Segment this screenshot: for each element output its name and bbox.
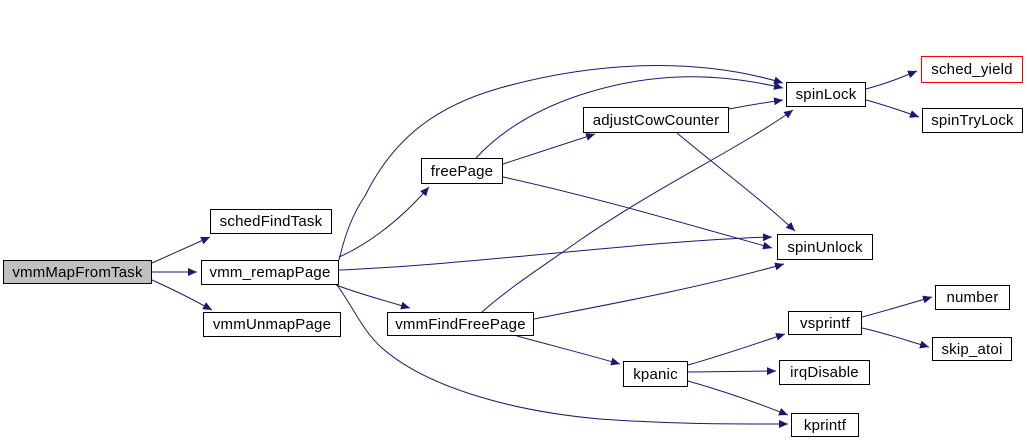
node-adjustCowCounter[interactable]: adjustCowCounter: [583, 107, 729, 133]
node-spinLock[interactable]: spinLock: [786, 82, 866, 107]
node-sched_yield[interactable]: sched_yield: [921, 56, 1023, 83]
edge-adjustCowCounter-to-spinUnlock: [676, 132, 796, 232]
node-skip_atoi[interactable]: skip_atoi: [932, 337, 1012, 361]
edge-vmm_remapPage-to-vmmFindFreePage: [335, 284, 411, 310]
edge-vmmFindFreePage-to-spinUnlock: [533, 262, 785, 320]
edge-vmmFindFreePage-to-kpanic: [516, 335, 621, 366]
node-kpanic[interactable]: kpanic: [623, 361, 688, 387]
node-vmm_remapPage[interactable]: vmm_remapPage: [201, 260, 339, 285]
node-number[interactable]: number: [935, 285, 1010, 310]
edge-freePage-to-spinLock: [475, 76, 784, 159]
edge-vmmMapFromTask-to-vmmUnmapPage: [151, 279, 213, 311]
edge-vmm_remapPage-to-freePage: [338, 186, 430, 258]
node-vmmFindFreePage[interactable]: vmmFindFreePage: [387, 312, 534, 336]
node-spinUnlock[interactable]: spinUnlock: [777, 234, 873, 260]
edge-kpanic-to-kprintf: [687, 380, 789, 416]
node-irqDisable[interactable]: irqDisable: [779, 360, 870, 385]
edge-freePage-to-spinUnlock: [502, 176, 773, 250]
edge-spinLock-to-sched_yield: [865, 70, 918, 90]
edge-vsprintf-to-skip_atoi: [861, 327, 930, 349]
edge-vsprintf-to-number: [861, 295, 933, 318]
edge-vmm_remapPage-to-kprintf: [336, 284, 789, 428]
edge-freePage-to-adjustCowCounter: [502, 133, 596, 165]
node-freePage[interactable]: freePage: [421, 158, 503, 184]
node-vmmUnmapPage[interactable]: vmmUnmapPage: [203, 312, 341, 337]
node-vsprintf[interactable]: vsprintf: [788, 311, 862, 335]
node-spinTryLock[interactable]: spinTryLock: [922, 108, 1023, 133]
edge-vmmFindFreePage-to-spinLock: [481, 109, 794, 313]
node-schedFindTask[interactable]: schedFindTask: [210, 209, 332, 234]
edge-spinLock-to-spinTryLock: [865, 99, 920, 118]
edge-vmm_remapPage-to-spinUnlock: [338, 233, 773, 271]
edge-adjustCowCounter-to-spinLock: [728, 97, 784, 110]
node-kprintf[interactable]: kprintf: [791, 413, 859, 437]
node-vmmMapFromTask[interactable]: vmmMapFromTask: [3, 260, 152, 284]
edge-vmm_remapPage-to-spinLock: [338, 65, 784, 261]
edge-kpanic-to-irqDisable: [687, 367, 777, 376]
edge-kpanic-to-vsprintf: [687, 333, 786, 366]
edge-vmmMapFromTask-to-schedFindTask: [151, 236, 211, 264]
